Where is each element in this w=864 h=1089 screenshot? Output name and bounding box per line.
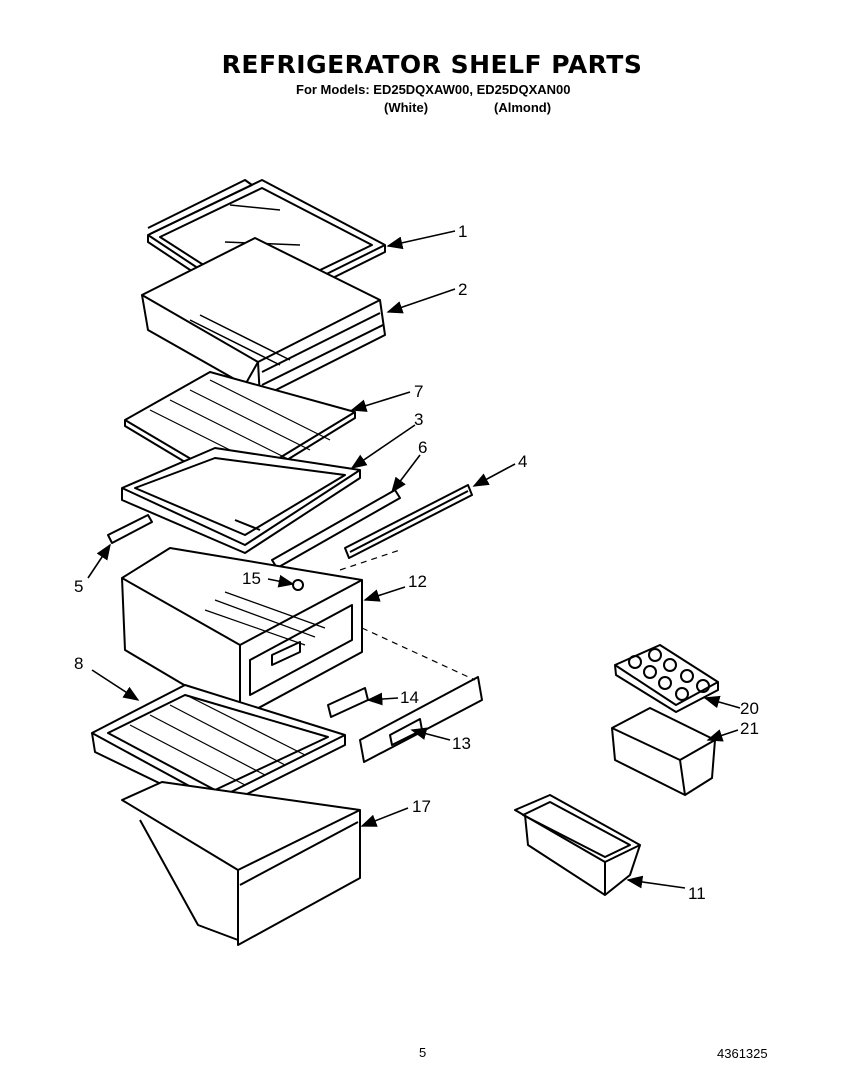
- document-number: 4361325: [717, 1046, 768, 1061]
- part-20-egg-tray: [614, 644, 719, 713]
- callout-14: 14: [400, 688, 419, 707]
- page-number: 5: [419, 1045, 427, 1060]
- leader-6: [391, 454, 421, 494]
- leader-7: [350, 391, 411, 412]
- leader-13: [410, 727, 451, 741]
- models-line: For Models: ED25DQXAW00, ED25DQXAN00: [296, 82, 571, 97]
- callout-13: 13: [452, 734, 471, 753]
- callout-2: 2: [458, 280, 467, 299]
- part-12-deli-drawer: [121, 547, 363, 719]
- variant-white-label: (White): [384, 100, 429, 115]
- callout-1: 1: [458, 222, 467, 241]
- leader-2: [386, 288, 456, 314]
- variant-almond-label: (Almond): [494, 100, 552, 115]
- part-15-screw: [292, 579, 304, 591]
- part-17-crisper-drawer: [121, 781, 361, 946]
- leader-15: [267, 574, 295, 588]
- callout-12: 12: [408, 572, 427, 591]
- callout-15: 15: [242, 569, 261, 588]
- leader-5: [87, 543, 111, 579]
- leader-3: [350, 424, 416, 469]
- callout-7: 7: [414, 382, 423, 401]
- leader-8: [91, 669, 140, 701]
- part-14-slider: [327, 687, 369, 718]
- leader-1: [386, 230, 456, 250]
- leader-17: [360, 807, 409, 827]
- callout-3: 3: [414, 410, 423, 429]
- part-4-rail: [344, 484, 473, 559]
- part-5-side-rail: [107, 514, 153, 544]
- callout-5: 5: [74, 577, 83, 596]
- callout-17: 17: [412, 797, 431, 816]
- leader-14: [366, 692, 399, 706]
- part-21-egg-bin: [611, 707, 716, 796]
- leader-21: [706, 729, 739, 742]
- part-3-frame: [121, 447, 361, 554]
- part-11-door-bin: [514, 794, 641, 896]
- callout-8: 8: [74, 654, 83, 673]
- callout-4: 4: [518, 452, 527, 471]
- callout-11: 11: [688, 884, 706, 903]
- leader-20: [703, 695, 741, 709]
- callout-20: 20: [740, 699, 759, 718]
- guide-line-plate: [361, 627, 476, 681]
- leader-4: [472, 463, 516, 487]
- part-8-crisper-cover: [91, 684, 346, 811]
- leader-12: [363, 586, 406, 602]
- callout-21: 21: [740, 719, 759, 738]
- leader-11: [626, 875, 686, 889]
- callout-6: 6: [418, 438, 427, 457]
- page-title: REFRIGERATOR SHELF PARTS: [221, 50, 643, 79]
- part-2-crisper-drawer: [141, 237, 386, 399]
